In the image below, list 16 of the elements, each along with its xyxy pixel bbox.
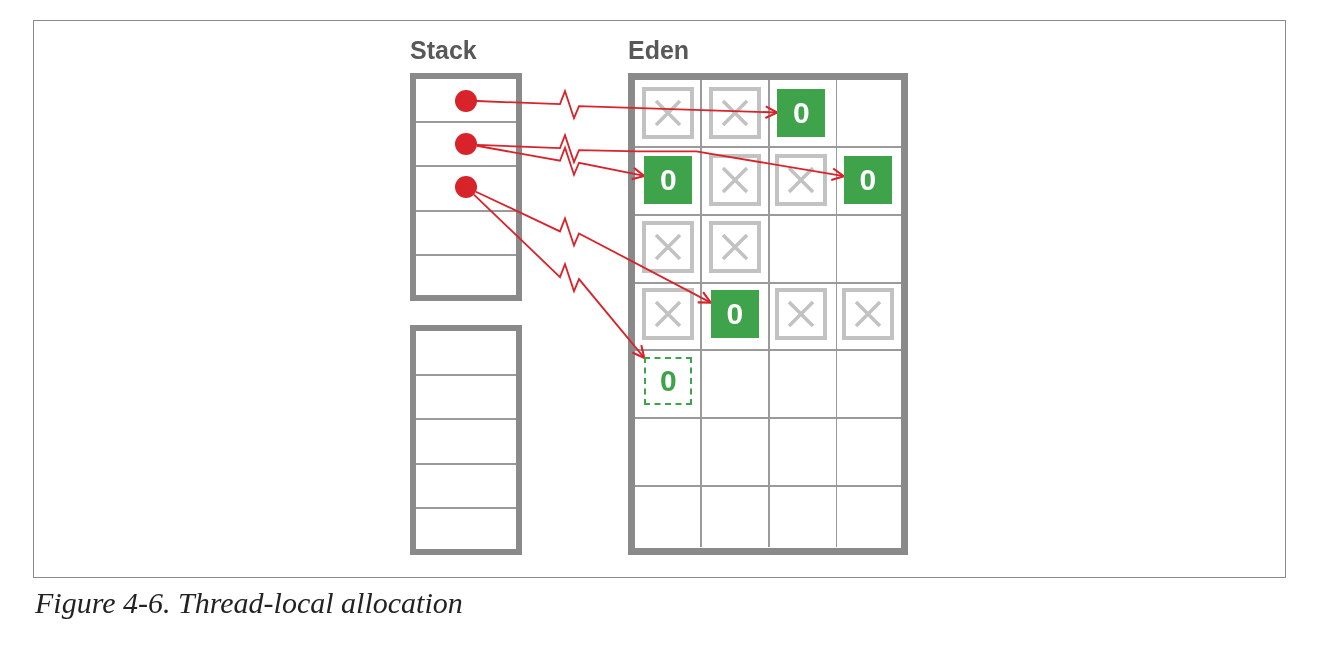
object-box: 0 — [843, 156, 892, 205]
arrow — [475, 190, 712, 304]
object-box: 0 — [710, 290, 759, 338]
arrow — [476, 132, 845, 182]
section-title: Stack — [410, 35, 477, 65]
arrow — [476, 88, 779, 121]
pointer-dot — [455, 176, 477, 198]
arrow — [473, 193, 646, 359]
section-title: Eden — [628, 35, 690, 65]
object-box: 0 — [777, 89, 826, 138]
object-box: 0 — [644, 156, 693, 205]
new-object-box: 0 — [644, 356, 693, 405]
pointer-dot — [455, 132, 477, 155]
figure-caption: Figure 4-6. Thread-local allocation — [35, 586, 463, 620]
arrow — [475, 144, 646, 181]
pointer-dot — [455, 89, 477, 112]
